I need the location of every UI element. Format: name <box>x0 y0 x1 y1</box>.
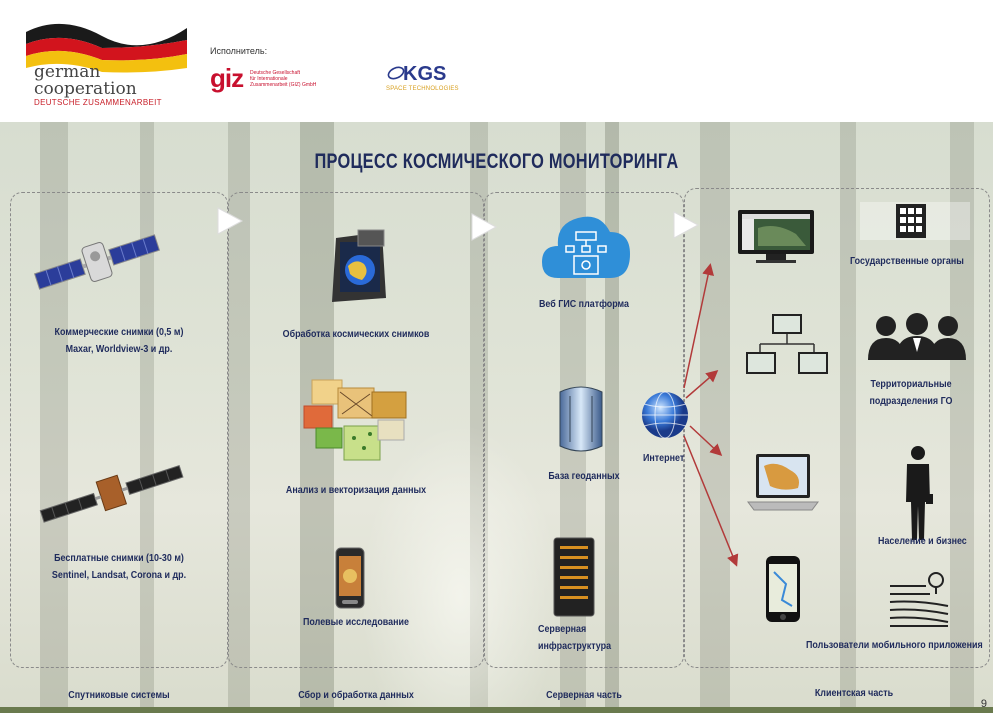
free-satellite-icon <box>39 465 184 523</box>
web-gis-label: Веб ГИС платформа <box>538 298 629 310</box>
flow-arrow-icon <box>217 207 244 235</box>
satellite-systems-label: Спутниковые системы <box>68 689 170 701</box>
logo-cooperation-text: cooperation <box>34 79 137 99</box>
field-device-phone-icon <box>335 547 365 609</box>
geodatabase-label: База геоданных <box>548 470 620 482</box>
internet-globe-icon <box>642 391 688 439</box>
client-section-box <box>684 188 990 668</box>
giz-full-name: Deutsche Gesellschaft für Internationale… <box>250 70 317 88</box>
free-imagery-label: Бесплатные снимки (10-30 м) Sentinel, La… <box>51 552 187 581</box>
businessman-icon <box>906 446 933 540</box>
field-research-label: Полевые исследование <box>303 616 409 628</box>
data-collection-label: Сбор и обработка данных <box>298 689 414 701</box>
network-monitors-icon <box>746 314 828 374</box>
mobile-phone-icon <box>766 556 800 622</box>
commercial-imagery-label: Коммерческие снимки (0,5 м) Maxar, World… <box>54 326 184 355</box>
kgs-logo: KGS <box>403 63 447 85</box>
internet-label: Интернет <box>643 452 685 464</box>
geodatabase-icon <box>559 386 603 452</box>
server-infrastructure-label: Серверная инфраструктура <box>538 623 612 652</box>
logo-deutsche-text: DEUTSCHE ZUSAMMENARBEIT <box>34 98 162 107</box>
german-flag-logo <box>26 23 187 73</box>
client-part-label: Клиентская часть <box>814 687 894 699</box>
server-rack-icon <box>553 537 595 617</box>
monitor-gis-icon <box>738 210 814 263</box>
red-connection-arrows <box>683 263 739 567</box>
server-section-box <box>484 192 684 668</box>
data-analysis-maps-icon <box>303 379 407 461</box>
government-bodies-label: Государственные органы <box>850 255 964 267</box>
data-analysis-label: Анализ и векторизация данных <box>285 484 427 496</box>
flow-arrow-icon <box>471 213 498 241</box>
kgs-swoosh-icon <box>387 66 405 80</box>
executor-label: Исполнитель: <box>210 46 268 56</box>
satellite-section-box <box>10 192 228 668</box>
cloud-gis-platform-icon <box>542 216 630 278</box>
page-number: 9 <box>980 698 987 710</box>
page-title: ПРОЦЕСС КОСМИЧЕСКОГО МОНИТОРИНГА <box>314 150 679 173</box>
giz-logo: giz <box>210 63 244 93</box>
commercial-satellite-icon <box>33 234 161 290</box>
forest-terrain-icon <box>889 572 949 627</box>
image-processing-label: Обработка космических снимков <box>282 328 430 340</box>
population-business-label: Население и бизнес <box>878 535 967 547</box>
processing-section-box <box>228 192 484 668</box>
header: german cooperation DEUTSCHE ZUSAMMENARBE… <box>0 0 993 122</box>
laptop-map-icon <box>747 454 819 511</box>
government-building-icon <box>860 202 970 240</box>
mobile-users-label: Пользователи мобильного приложения <box>806 639 983 651</box>
people-group-icon <box>868 313 966 360</box>
flow-arrow-icon <box>673 211 700 239</box>
logo-german-text: german <box>34 62 101 82</box>
kgs-subtitle: SPACE TECHNOLOGIES <box>386 86 459 92</box>
territorial-divisions-label: Территориальные подразделения ГО <box>869 378 953 407</box>
image-processing-icon <box>332 229 386 302</box>
server-part-label: Серверная часть <box>546 689 622 701</box>
